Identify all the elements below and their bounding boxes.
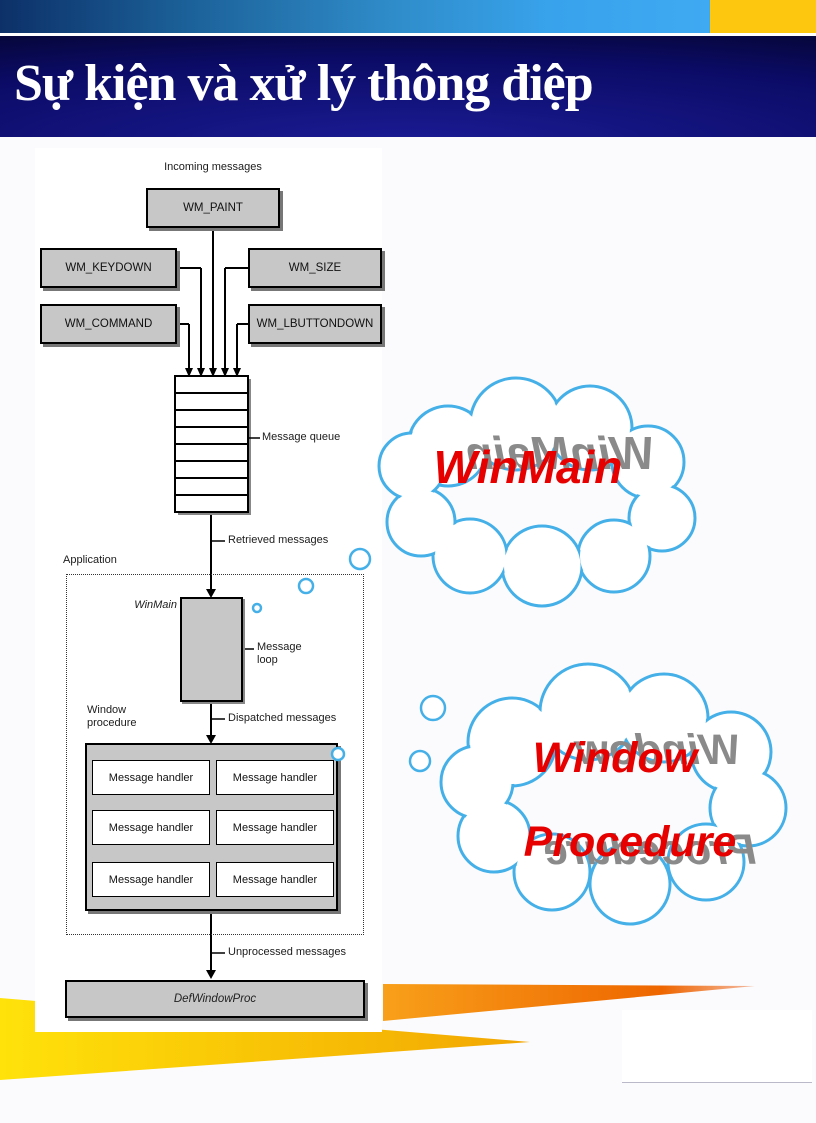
message-handler-box: Message handler: [92, 810, 210, 845]
wm-command-box: WM_COMMAND: [40, 304, 177, 344]
title-band: Sự kiện và xử lý thông điệp: [0, 36, 816, 137]
application-dashed-border: [66, 574, 364, 935]
defwindowproc-box: DefWindowProc: [65, 980, 365, 1018]
arrowheads: [185, 368, 241, 979]
gold-corner-decoration: [710, 0, 816, 33]
message-handler-box: Message handler: [92, 760, 210, 795]
empty-placeholder-box: [622, 1010, 812, 1083]
wm-lbuttondown-box: WM_LBUTTONDOWN: [248, 304, 382, 344]
connector-lines: [177, 228, 248, 970]
message-queue-label: Message queue: [262, 431, 341, 443]
message-loop-label: Message loop: [257, 641, 302, 666]
application-label: Application: [63, 554, 117, 566]
retrieved-messages-label: Retrieved messages: [228, 534, 329, 546]
message-handler-box: Message handler: [92, 862, 210, 897]
message-queue-graphic: [174, 375, 251, 515]
orange-swoosh: [383, 984, 755, 1021]
message-flow-diagram: Incoming messages WM_PAINT WM_KEYDOWN WM…: [35, 148, 382, 1032]
message-handler-box: Message handler: [216, 810, 334, 845]
winmain-box: [180, 597, 243, 702]
message-handler-box: Message handler: [216, 862, 334, 897]
header-gradient-bar: [0, 0, 816, 36]
wm-size-box: WM_SIZE: [248, 248, 382, 288]
slide-title: Sự kiện và xử lý thông điệp: [14, 55, 594, 112]
dispatched-messages-label: Dispatched messages: [228, 712, 337, 724]
unprocessed-messages-label: Unprocessed messages: [228, 946, 347, 958]
winmain-label: WinMain: [134, 599, 177, 611]
wm-paint-box: WM_PAINT: [146, 188, 280, 228]
wm-keydown-box: WM_KEYDOWN: [40, 248, 177, 288]
window-procedure-label: Window procedure: [87, 704, 137, 729]
incoming-messages-label: Incoming messages: [164, 161, 262, 173]
message-handler-box: Message handler: [216, 760, 334, 795]
